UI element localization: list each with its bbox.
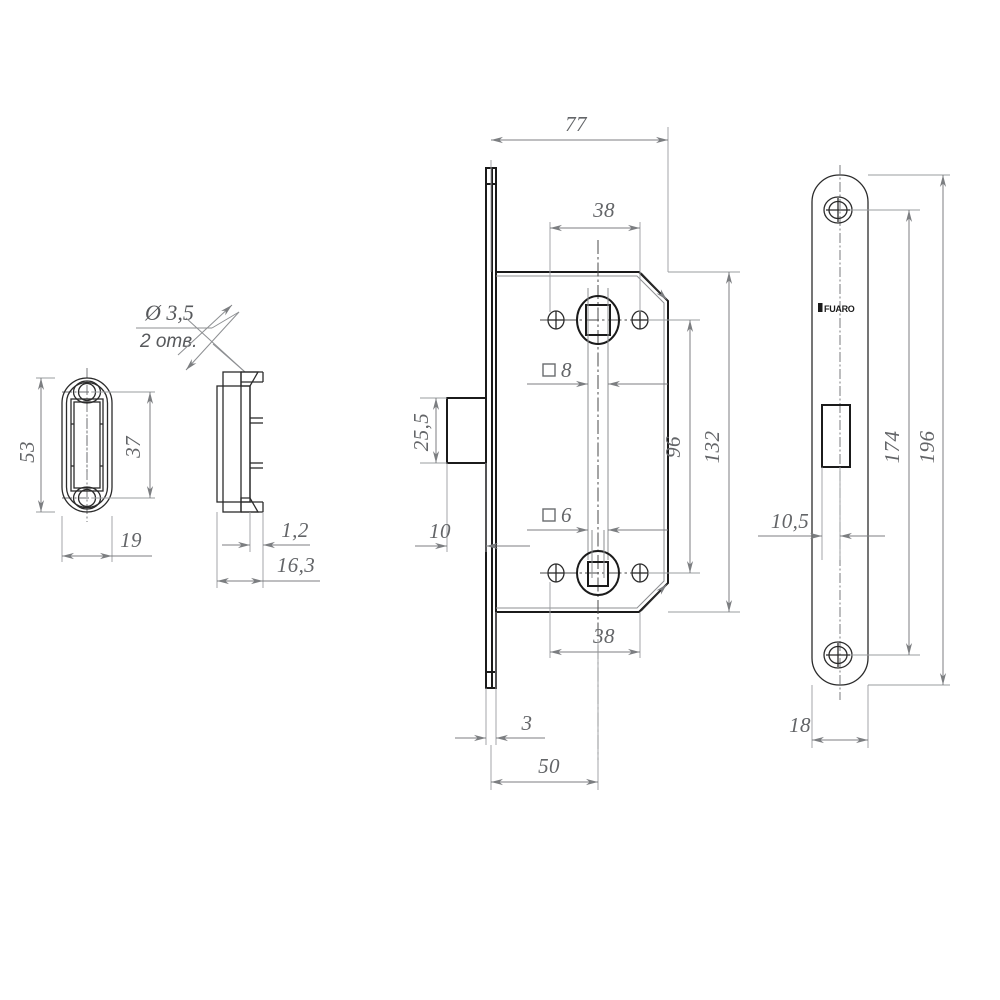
dim-25-5-label: 25,5 (409, 413, 433, 451)
dim-37-label: 37 (121, 435, 145, 459)
square-symbol-8 (542, 363, 556, 377)
view-strike-plate-section: Ø 3,5 2 отв. 1,2 (136, 300, 320, 588)
dim-1-2-label: 1,2 (281, 518, 309, 542)
lock-case-inner-outline (496, 275, 665, 609)
spindle-upper-label: 8 (561, 358, 572, 382)
faceplate-brand-logo: FUARO (818, 303, 855, 314)
logo-text: FUARO (824, 304, 855, 314)
view-faceplate-front: FUARO 196 174 10,5 18 (758, 165, 950, 748)
dim-196-label: 196 (915, 431, 939, 464)
lock-case-outline (495, 271, 669, 613)
dim-3-label: 3 (521, 711, 533, 735)
section-base-plate (222, 371, 242, 513)
dim-53-label: 53 (15, 441, 39, 463)
dim-96-label: 96 (661, 436, 685, 458)
dim-77-label: 77 (565, 112, 588, 136)
leader-arrow-1 (185, 311, 240, 371)
note-diameter-label: Ø 3,5 (144, 300, 194, 325)
chamfer-leader-bottom (640, 583, 668, 612)
note-quantity-label: 2 отв. (139, 331, 197, 352)
dim-10-5-label: 10,5 (771, 509, 809, 533)
strike-plate-recess-inner (73, 401, 101, 489)
square-symbol-6 (542, 508, 556, 522)
faceplate-latch-opening (821, 404, 851, 468)
dim-18-label: 18 (789, 713, 811, 737)
logo-mark (818, 303, 823, 312)
section-magnet-block (216, 385, 251, 503)
spindle-upper-square-hole (585, 304, 611, 336)
spindle-lower-square-hole (587, 561, 609, 587)
strike-plate-recess (70, 398, 104, 492)
dim-38-lower-label: 38 (592, 624, 615, 648)
strike-plate-outer-body (61, 377, 113, 513)
view-lock-body: 77 38 38 132 96 25,5 10 (409, 112, 740, 790)
dim-10-label: 10 (429, 519, 451, 543)
spindle-lower-boss (576, 550, 620, 596)
leader-arrow-2 (177, 304, 233, 356)
leader-line-2b (212, 343, 246, 373)
spindle-upper-boss (576, 295, 620, 345)
leader-line-1 (211, 311, 240, 329)
chamfer-leader-top (640, 272, 668, 301)
section-countersink-top (240, 371, 260, 387)
dim-174-label: 174 (880, 431, 904, 464)
spindle-lower-label: 6 (561, 503, 572, 527)
dim-50-label: 50 (538, 754, 560, 778)
latch-bolt (446, 397, 487, 464)
dim-16-3-label: 16,3 (277, 553, 315, 577)
dim-19-label: 19 (120, 528, 142, 552)
strike-plate-inner-edge (65, 381, 109, 509)
view-strike-plate-front: 53 37 19 (15, 368, 155, 562)
dim-132-label: 132 (700, 431, 724, 464)
dim-38-upper-label: 38 (592, 198, 615, 222)
